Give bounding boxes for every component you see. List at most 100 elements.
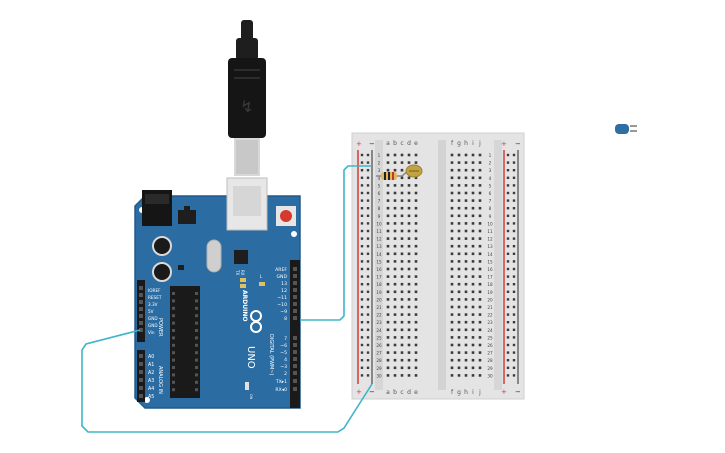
column-letter: i: [472, 389, 474, 396]
rail-plus-bottom-left: +: [356, 388, 362, 396]
row-number-right: 10: [487, 221, 493, 226]
column-letter: e: [414, 389, 418, 396]
row-number-right: 8: [489, 206, 492, 211]
analog-title: ANALOG IN: [157, 366, 163, 394]
digital-pin-label: 8: [284, 316, 287, 322]
rail-minus-top-left: −: [369, 140, 375, 148]
row-number-left: 20: [376, 297, 382, 302]
column-letter: j: [478, 140, 481, 147]
column-letter: a: [386, 389, 390, 396]
power-pin-label: IOREF: [148, 288, 161, 293]
column-letter: c: [400, 140, 403, 147]
wire-pin9-to-breadboard[interactable]: [300, 165, 372, 321]
capacitor-component[interactable]: [615, 124, 637, 134]
rail-minus-bottom-right: −: [515, 388, 521, 396]
digital-pin-label: 2: [284, 371, 287, 377]
row-number-right: 17: [487, 275, 493, 280]
analog-pin-label: A3: [148, 378, 154, 384]
column-letter: g: [457, 389, 461, 396]
row-number-left: 8: [378, 206, 381, 211]
column-letter: b: [393, 140, 397, 147]
breadboard[interactable]: 1234567891011121314151617181920212223242…: [351, 132, 525, 400]
row-number-right: 11: [487, 229, 493, 234]
row-number-left: 18: [376, 282, 382, 287]
row-number-left: 17: [376, 275, 382, 280]
row-number-right: 22: [487, 313, 493, 318]
row-number-right: 15: [487, 259, 493, 264]
row-number-right: 5: [489, 183, 492, 188]
analog-pin-label: A5: [148, 394, 154, 400]
column-letter: a: [386, 140, 390, 147]
analog-pin-label: A0: [148, 354, 154, 360]
resistor[interactable]: [376, 172, 402, 180]
analog-pin-label: A1: [148, 362, 154, 368]
column-letter: b: [393, 389, 397, 396]
column-letter: f: [451, 140, 454, 147]
rail-plus-bottom-right: +: [501, 388, 507, 396]
row-number-right: 27: [487, 351, 493, 356]
row-number-left: 19: [376, 290, 382, 295]
wire-gnd-to-breadboard[interactable]: [81, 329, 373, 433]
digital-pin-label: 13: [281, 281, 287, 287]
row-number-left: 7: [378, 199, 381, 204]
column-letter: h: [464, 389, 468, 396]
row-number-left: 23: [376, 320, 382, 325]
usb-cable[interactable]: ↯: [228, 20, 266, 176]
power-pin-label: 5V: [148, 309, 154, 314]
rail-plus-top-left: +: [356, 140, 362, 148]
row-number-right: 18: [487, 282, 493, 287]
power-pin-label: GND: [148, 323, 158, 328]
digital-pin-label: AREF: [275, 267, 287, 273]
digital-pin-label: ~3: [280, 364, 287, 370]
column-letter: i: [472, 140, 474, 147]
row-number-left: 3: [378, 168, 381, 173]
row-number-left: 2: [378, 161, 381, 166]
row-number-left: 26: [376, 343, 382, 348]
power-pin-label: 3.3V: [148, 302, 158, 307]
arduino-uno-board[interactable]: [134, 177, 301, 409]
row-number-right: 1: [489, 153, 492, 158]
digital-title: DIGITAL (PWM~): [268, 334, 274, 376]
row-number-right: 26: [487, 343, 493, 348]
power-title: POWER: [157, 318, 163, 337]
row-number-right: 21: [487, 305, 493, 310]
row-number-right: 13: [487, 244, 493, 249]
row-number-right: 2: [489, 161, 492, 166]
row-number-left: 10: [376, 221, 382, 226]
row-number-right: 9: [489, 214, 492, 219]
board-model: UNO: [245, 346, 256, 369]
photoresistor[interactable]: [401, 164, 423, 178]
row-number-right: 6: [489, 191, 492, 196]
row-number-right: 23: [487, 320, 493, 325]
row-number-right: 16: [487, 267, 493, 272]
rx-label: RX: [240, 270, 245, 276]
row-number-left: 25: [376, 335, 382, 340]
row-number-left: 24: [376, 328, 382, 333]
row-number-left: 27: [376, 351, 382, 356]
digital-pin-label: ~11: [277, 295, 287, 301]
board-brand: ARDUINO: [241, 290, 248, 321]
row-number-left: 11: [376, 229, 382, 234]
digital-pin-label: ~9: [280, 309, 287, 315]
column-letter: g: [457, 140, 461, 147]
row-number-left: 13: [376, 244, 382, 249]
column-letter: h: [464, 140, 468, 147]
row-number-right: 24: [487, 328, 493, 333]
row-number-right: 3: [489, 168, 492, 173]
row-number-left: 12: [376, 237, 382, 242]
arduino-logo: [250, 310, 262, 333]
row-number-right: 7: [489, 199, 492, 204]
rail-minus-top-right: −: [515, 140, 521, 148]
row-number-left: 14: [376, 252, 382, 257]
row-number-left: 21: [376, 305, 382, 310]
row-number-right: 25: [487, 335, 493, 340]
on-label: ON: [249, 394, 253, 400]
digital-pin-label: 7: [284, 336, 287, 342]
column-letter: d: [407, 140, 411, 147]
rail-minus-bottom-left: −: [369, 388, 375, 396]
row-number-right: 12: [487, 237, 493, 242]
row-number-right: 28: [487, 358, 493, 363]
